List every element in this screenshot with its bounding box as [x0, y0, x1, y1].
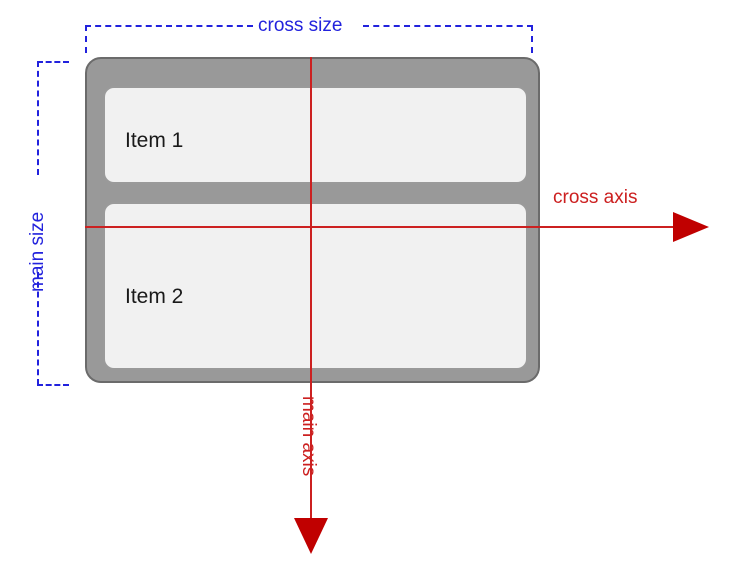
main-axis-arrow-icon [294, 518, 328, 554]
cross-size-bracket-left-segment [85, 25, 253, 27]
main-size-tick-upper [37, 61, 39, 175]
cross-size-tick-right [531, 25, 533, 53]
cross-size-tick-left [85, 25, 87, 53]
cross-size-bracket-right-segment [363, 25, 533, 27]
flex-item-1: Item 1 [103, 86, 528, 184]
flex-item-2-label: Item 2 [125, 285, 184, 308]
cross-axis-label: cross axis [553, 187, 638, 208]
flex-item-2: Item 2 [103, 202, 528, 370]
cross-axis-arrow-icon [673, 212, 709, 242]
main-size-bracket-bottom [37, 384, 69, 386]
main-size-label: main size [27, 211, 48, 292]
cross-size-label: cross size [258, 15, 343, 36]
main-axis-label: main axis [298, 396, 319, 477]
main-size-bracket-top [37, 61, 69, 63]
flex-item-1-label: Item 1 [125, 129, 184, 152]
main-size-tick-lower [37, 272, 39, 385]
flex-container: Item 1 Item 2 [85, 57, 540, 383]
main-axis-line [310, 57, 312, 523]
cross-axis-line [85, 226, 676, 228]
